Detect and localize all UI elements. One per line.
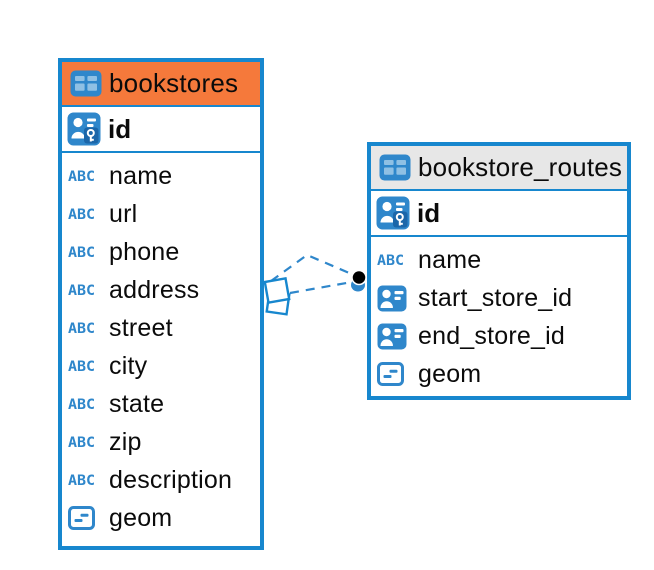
column-list: ABC name ABC url ABC phone ABC address A… bbox=[62, 153, 260, 543]
column-name: id bbox=[108, 113, 132, 144]
table-title: bookstores bbox=[109, 68, 239, 98]
table-bookstore-routes[interactable]: bookstore_routes id ABC name start_store… bbox=[367, 142, 631, 400]
column-row-geom[interactable]: geom bbox=[62, 499, 260, 537]
column-name: id bbox=[417, 197, 441, 228]
primary-key-icon bbox=[67, 112, 101, 146]
reference-icon bbox=[377, 323, 407, 350]
relationship-endpoint-black-dot[interactable] bbox=[351, 269, 367, 286]
reference-icon bbox=[377, 285, 407, 312]
column-row-name[interactable]: ABC name bbox=[371, 241, 627, 279]
column-row-geom[interactable]: geom bbox=[371, 355, 627, 393]
table-bookstores[interactable]: bookstores id ABC name ABC url ABC phone… bbox=[58, 58, 264, 550]
text-icon: ABC bbox=[68, 166, 96, 185]
text-icon: ABC bbox=[68, 394, 96, 413]
column-name: name bbox=[418, 245, 482, 274]
column-name: url bbox=[109, 199, 138, 228]
text-icon: ABC bbox=[68, 318, 96, 337]
column-row-description[interactable]: ABC description bbox=[62, 461, 260, 499]
geometry-icon bbox=[68, 506, 95, 530]
text-icon: ABC bbox=[68, 432, 96, 451]
column-name: street bbox=[109, 313, 173, 342]
column-row-street[interactable]: ABC street bbox=[62, 309, 260, 347]
table-icon bbox=[70, 70, 102, 97]
column-name: end_store_id bbox=[418, 321, 565, 350]
column-name: geom bbox=[109, 503, 173, 532]
column-name: state bbox=[109, 389, 165, 418]
relationship-line-2[interactable] bbox=[289, 280, 353, 295]
column-name: address bbox=[109, 275, 200, 304]
column-row-id[interactable]: id bbox=[371, 191, 627, 237]
relationship-marker-square-front[interactable] bbox=[263, 276, 291, 305]
column-name: start_store_id bbox=[418, 283, 573, 312]
column-name: description bbox=[109, 465, 233, 494]
table-icon bbox=[379, 154, 411, 181]
text-icon: ABC bbox=[68, 242, 96, 261]
text-icon: ABC bbox=[68, 470, 96, 489]
column-row-name[interactable]: ABC name bbox=[62, 157, 260, 195]
text-icon: ABC bbox=[68, 280, 96, 299]
column-row-url[interactable]: ABC url bbox=[62, 195, 260, 233]
table-bookstore-routes-header[interactable]: bookstore_routes bbox=[371, 146, 627, 191]
column-name: zip bbox=[109, 427, 142, 456]
column-row-start-store-id[interactable]: start_store_id bbox=[371, 279, 627, 317]
column-row-zip[interactable]: ABC zip bbox=[62, 423, 260, 461]
column-name: name bbox=[109, 161, 173, 190]
text-icon: ABC bbox=[377, 250, 405, 269]
column-row-state[interactable]: ABC state bbox=[62, 385, 260, 423]
column-row-phone[interactable]: ABC phone bbox=[62, 233, 260, 271]
column-row-end-store-id[interactable]: end_store_id bbox=[371, 317, 627, 355]
column-name: city bbox=[109, 351, 148, 380]
column-name: geom bbox=[418, 359, 482, 388]
table-title: bookstore_routes bbox=[418, 152, 623, 182]
column-row-city[interactable]: ABC city bbox=[62, 347, 260, 385]
column-row-address[interactable]: ABC address bbox=[62, 271, 260, 309]
relationship-line-1[interactable] bbox=[270, 253, 355, 282]
primary-key-icon bbox=[376, 196, 410, 230]
text-icon: ABC bbox=[68, 204, 96, 223]
text-icon: ABC bbox=[68, 356, 96, 375]
geometry-icon bbox=[377, 362, 404, 386]
column-name: phone bbox=[109, 237, 180, 266]
column-row-id[interactable]: id bbox=[62, 107, 260, 153]
column-list: ABC name start_store_id end_store_id geo… bbox=[371, 237, 627, 399]
table-bookstores-header[interactable]: bookstores bbox=[62, 62, 260, 107]
